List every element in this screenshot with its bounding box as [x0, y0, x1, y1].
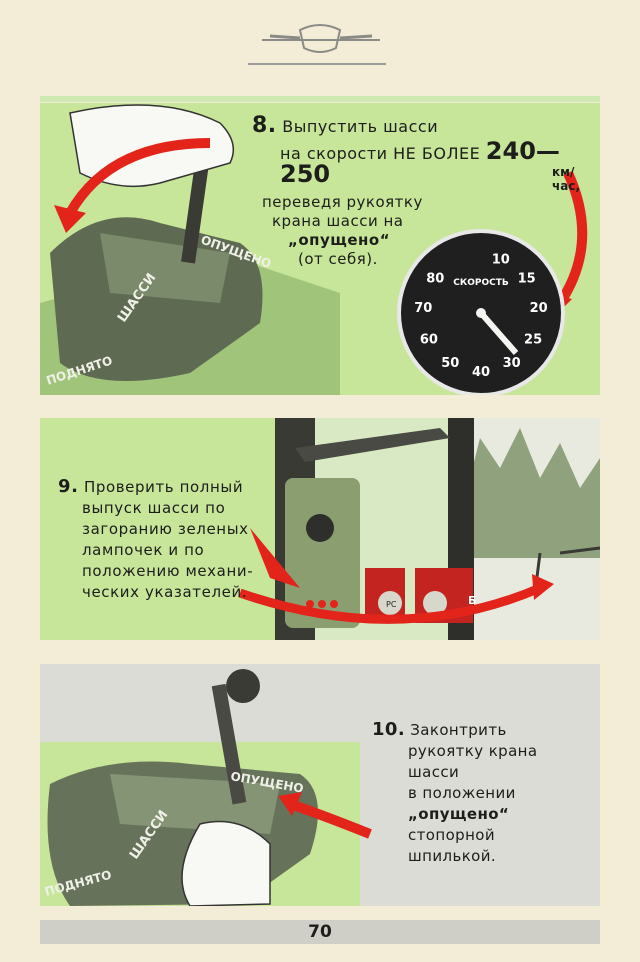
step-8-sub2: крана шасси на — [272, 212, 404, 230]
step-10-bold-word: „опущено“ — [408, 805, 510, 823]
step-10-tail-1: шпилькой. — [408, 847, 497, 865]
step-9-illustration: РС Б — [238, 418, 600, 640]
step-10-line-0: Законтрить — [410, 721, 507, 739]
step-10-line-3: в положении — [408, 784, 516, 802]
gauge-tick-10: 10 — [492, 253, 510, 268]
step-8-instructions: переведя рукоятку крана шасси на „опущен… — [262, 193, 423, 269]
gauge-tick-60: 60 — [420, 332, 438, 347]
step-8-sub3: „опущено“ — [288, 231, 391, 249]
step-10-line-2: шасси — [408, 763, 460, 781]
step-9-text: 9. Проверить полный выпуск шасси по заго… — [58, 476, 253, 603]
step-10-line-1: рукоятку крана — [408, 742, 538, 760]
step-9-line-1: выпуск шасси по — [82, 499, 226, 517]
step-10-number: 10. — [372, 719, 406, 740]
gauge-tick-50: 50 — [441, 356, 459, 371]
gauge-label: СКОРОСТЬ — [453, 278, 509, 288]
step-9-panel: РС Б 9. Проверить полный выпуск шасси по… — [40, 418, 600, 640]
step-8-speed-line: на скорости НЕ БОЛЕЕ 240—250 — [280, 139, 600, 187]
step-8-number: 8. — [252, 113, 277, 138]
step-8-sub4: (от себя). — [298, 250, 378, 268]
step-10-panel: ШАССИ ОПУЩЕНО ПОДНЯТО 10. Законтрить рук… — [40, 664, 600, 906]
gauge-tick-40: 40 — [472, 365, 490, 380]
gauge-tick-25: 25 — [524, 332, 542, 347]
step-9-line-5: ческих указателей. — [82, 583, 248, 601]
gauge-tick-15: 15 — [518, 271, 536, 286]
step-9-line-4: положению механи- — [82, 562, 254, 580]
gauge-needle — [478, 311, 519, 355]
step-8-line1: Выпустить шасси — [282, 117, 439, 136]
gauge-tick-20: 20 — [530, 301, 548, 316]
top-divider — [40, 96, 600, 102]
gauge-tick-30: 30 — [503, 356, 521, 371]
page-number: 70 — [308, 922, 332, 942]
step-8-speed-value: 240—250 — [280, 137, 560, 188]
indicator-left-label: РС — [386, 600, 397, 609]
step-8-line2: на скорости НЕ БОЛЕЕ — [280, 144, 481, 163]
step-8-sub1: переведя рукоятку — [262, 193, 423, 211]
gauge-tick-70: 70 — [414, 301, 432, 316]
step-9-line-3: лампочек и по — [82, 541, 205, 559]
footer-bar — [40, 920, 600, 944]
gauge-tick-80: 80 — [426, 271, 444, 286]
step-8-unit: км/час, — [552, 165, 581, 193]
step-9-line-0: Проверить полный — [83, 478, 244, 496]
step-10-text: 10. Законтрить рукоятку крана шасси в по… — [372, 719, 537, 867]
indicator-right-label: Б — [468, 594, 476, 607]
step-8-illustration: ШАССИ ОПУЩЕНО ПОДНЯТО 101520253040506070… — [40, 104, 588, 395]
step-9-line-2: загоранию зеленых — [82, 520, 249, 538]
step-10-illustration: ШАССИ ОПУЩЕНО ПОДНЯТО — [40, 669, 372, 906]
aviation-emblem-icon — [248, 24, 386, 65]
step-10-tail-0: стопорной — [408, 826, 496, 844]
step-8-heading: 8. Выпустить шасси — [252, 115, 438, 137]
step-9-number: 9. — [58, 476, 79, 497]
